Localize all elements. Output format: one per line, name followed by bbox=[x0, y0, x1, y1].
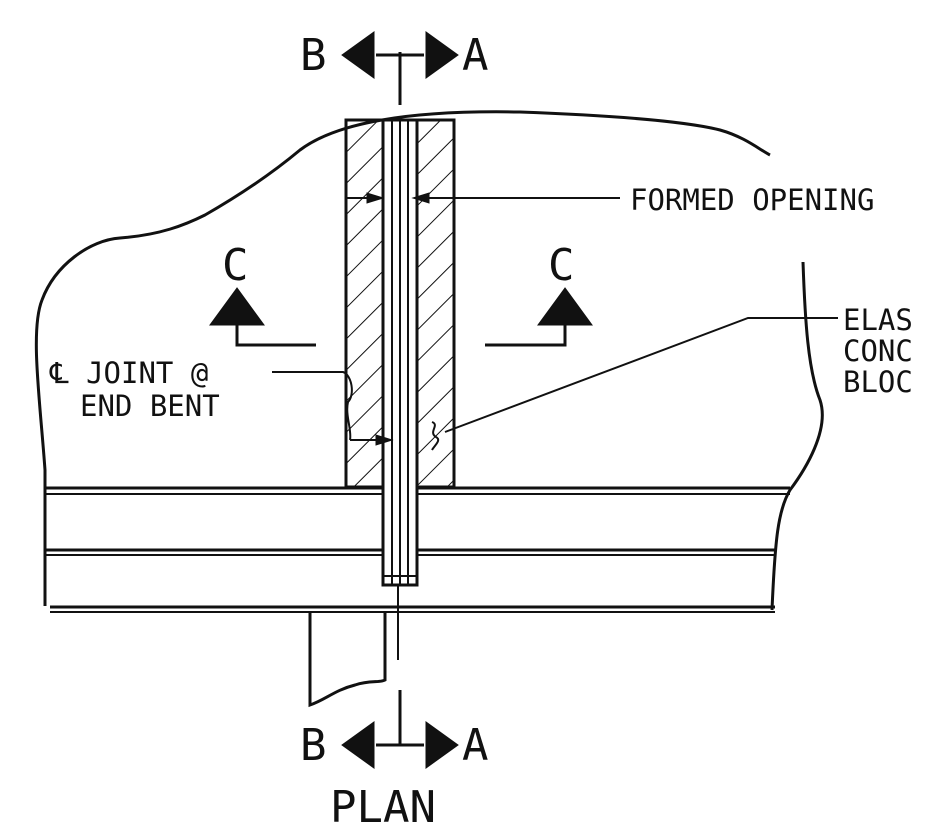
section-label-top-left: B bbox=[300, 30, 327, 81]
joint-leader bbox=[272, 371, 353, 441]
section-c-left-arrow bbox=[209, 287, 265, 326]
arrow-bottom-left bbox=[341, 721, 375, 769]
formed-opening-arrow-left bbox=[366, 192, 385, 204]
formed-opening-arrow-right bbox=[411, 192, 430, 204]
formed-opening-left-hatch bbox=[344, 118, 388, 489]
section-label-top-right: A bbox=[462, 30, 489, 81]
arrow-top-right bbox=[425, 31, 459, 79]
section-c-right-label: C bbox=[548, 240, 575, 291]
joint-label-2: END BENT bbox=[80, 389, 220, 423]
plan-title: PLAN bbox=[330, 782, 436, 830]
elastomeric-label-1: ELAS bbox=[843, 303, 913, 337]
section-c-left-leader bbox=[235, 325, 316, 347]
abutment-stub bbox=[308, 612, 387, 708]
elastomeric-leader bbox=[444, 317, 838, 433]
section-c-right-leader bbox=[485, 325, 567, 347]
formed-opening-label: FORMED OPENING bbox=[630, 183, 874, 217]
joint-arrow bbox=[375, 434, 394, 446]
section-label-bottom-right: A bbox=[462, 720, 489, 771]
arrow-bottom-right bbox=[425, 721, 459, 769]
elastomeric-label-3: BLOC bbox=[843, 365, 913, 399]
arrow-top-left bbox=[341, 31, 375, 79]
section-c-left-label: C bbox=[222, 240, 249, 291]
elastomeric-break-mark bbox=[431, 421, 440, 451]
joint-label-1: ℄ JOINT @ bbox=[49, 356, 208, 390]
slab-right-edge bbox=[770, 261, 824, 611]
section-c-right-arrow bbox=[537, 287, 593, 326]
slab-outline bbox=[34, 110, 771, 606]
elastomeric-label-2: CONC bbox=[843, 334, 913, 368]
section-label-bottom-left: B bbox=[300, 720, 327, 771]
